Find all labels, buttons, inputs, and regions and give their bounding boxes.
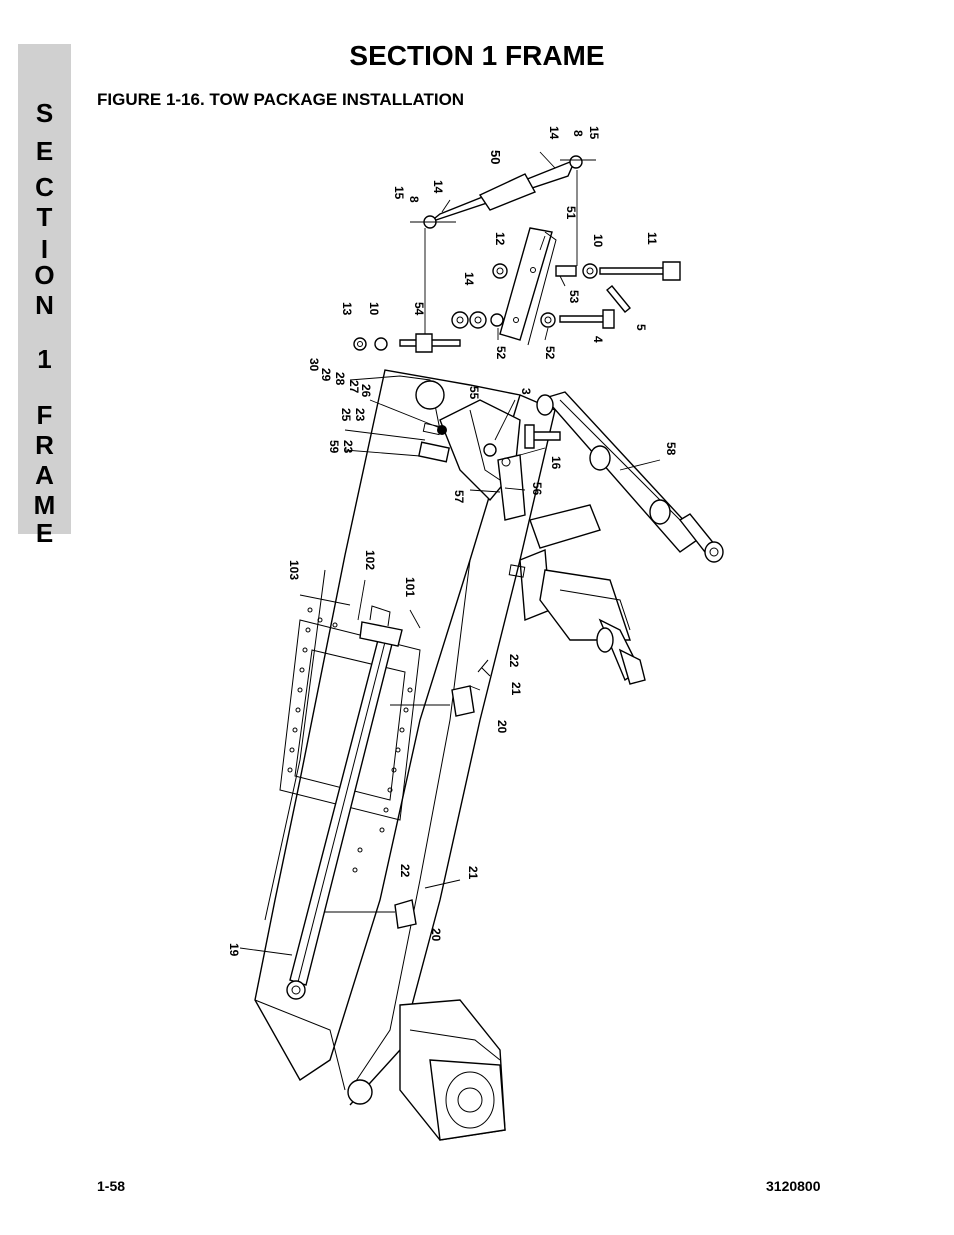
callout-12: 12 (493, 232, 507, 246)
callout-14: 14 (462, 272, 476, 286)
callout-23: 23 (341, 440, 355, 454)
side-tab-letter: S (35, 98, 54, 128)
callout-10: 10 (367, 302, 381, 316)
page-number: 1-58 (97, 1178, 126, 1194)
callout-55: 55 (467, 386, 481, 400)
callout-53: 53 (567, 290, 581, 304)
callout-28: 28 (333, 372, 347, 386)
tow-bar (286, 605, 403, 1000)
side-tab-letter: F (36, 400, 53, 430)
callout-58: 58 (664, 442, 678, 456)
callout-22: 22 (507, 654, 521, 668)
strut-assembly (410, 155, 596, 340)
callout-103: 103 (287, 560, 301, 580)
frame-hole-pattern (287, 607, 413, 873)
callout-101: 101 (403, 577, 417, 597)
frame-lower-hole (347, 1079, 373, 1105)
callout-4: 4 (591, 336, 605, 343)
lower-end-casting (399, 999, 506, 1141)
mounting-bracket (499, 227, 557, 346)
callout-10: 10 (591, 234, 605, 248)
callout-23: 23 (353, 408, 367, 422)
callout-27: 27 (347, 380, 361, 394)
callout-14: 14 (431, 180, 445, 194)
callout-15: 15 (587, 126, 601, 140)
section-side-tab: S E C T I O N 1 F R A M E (18, 44, 71, 546)
callout-54: 54 (412, 302, 426, 316)
callout-15: 15 (392, 186, 406, 200)
frame-pivot-hole (415, 380, 445, 410)
callout-20: 20 (429, 928, 443, 942)
callout-13: 13 (340, 302, 354, 316)
callout-3: 3 (519, 388, 533, 395)
side-tab-letter: R (35, 430, 54, 460)
axle-spindle-assembly (508, 504, 646, 685)
hitch-bracket (418, 399, 526, 521)
side-tab-letter: C (35, 172, 54, 202)
callout-25: 25 (339, 408, 353, 422)
side-tab-letter: N (35, 290, 54, 320)
callout-21: 21 (509, 682, 523, 696)
callout-52: 52 (543, 346, 557, 360)
side-tab-letter: I (40, 234, 49, 264)
callout-16: 16 (549, 456, 563, 470)
hydraulic-cylinder (524, 391, 724, 563)
side-tab-letter: E (35, 518, 54, 548)
callout-52: 52 (494, 346, 508, 360)
callout-29: 29 (319, 368, 333, 382)
document-number: 3120800 (766, 1178, 821, 1194)
callout-59: 59 (327, 440, 341, 454)
side-tab-letter: E (35, 136, 54, 166)
side-tab-letter: O (34, 260, 55, 290)
callout-51: 51 (564, 206, 578, 220)
callout-102: 102 (363, 550, 377, 570)
callout-19: 19 (227, 943, 241, 957)
side-tab-letter: A (35, 460, 54, 490)
callout-30: 30 (307, 358, 321, 372)
callout-5: 5 (634, 324, 648, 331)
callout-56: 56 (530, 482, 544, 496)
hardware-fasteners (353, 261, 681, 353)
page-title: SECTION 1 FRAME (349, 40, 605, 71)
callout-50: 50 (488, 150, 503, 164)
callout-11: 11 (645, 232, 659, 245)
callout-26: 26 (359, 384, 373, 398)
callout-22: 22 (398, 864, 412, 878)
callout-leader-lines (239, 151, 661, 956)
callout-numbers: 14 8 15 50 15 8 14 51 12 10 11 14 13 10 … (227, 126, 678, 957)
callout-57: 57 (452, 490, 466, 504)
callout-8: 8 (407, 196, 421, 203)
callout-21: 21 (466, 866, 480, 880)
callout-20: 20 (495, 720, 509, 734)
frame-weldment (254, 369, 556, 1106)
callout-8: 8 (571, 130, 585, 137)
side-tab-letter: T (36, 202, 53, 232)
figure-title: FIGURE 1-16. TOW PACKAGE INSTALLATION (97, 90, 465, 109)
pin-clips (325, 659, 491, 929)
side-tab-letter: M (33, 490, 56, 520)
side-tab-letter: 1 (37, 344, 52, 374)
callout-14: 14 (547, 126, 561, 140)
